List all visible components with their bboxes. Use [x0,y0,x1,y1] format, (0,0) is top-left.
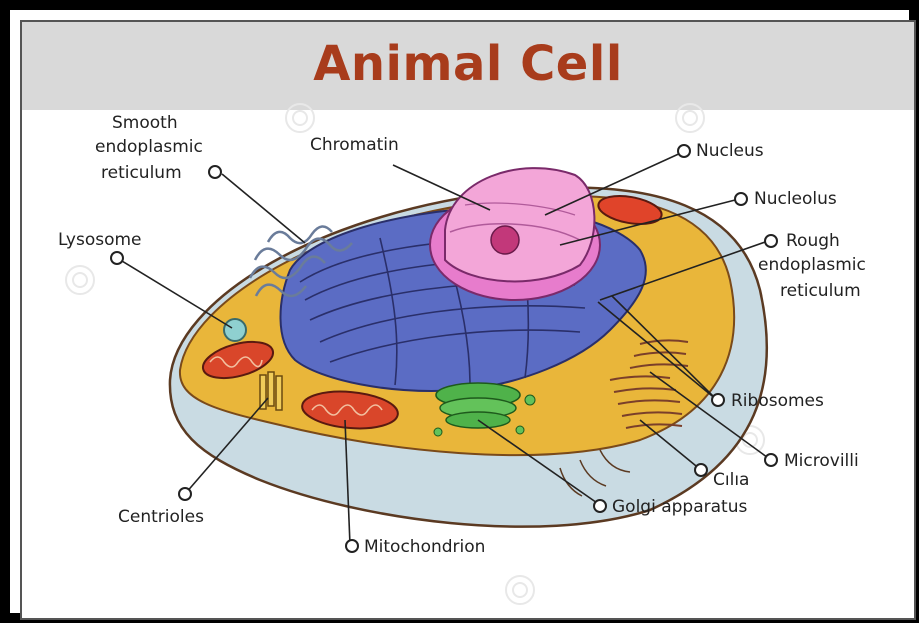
label-smooth-er-line2: endoplasmic [95,137,203,157]
label-golgi: Golgi apparatus [612,497,747,517]
label-nucleolus: Nucleolus [754,189,837,209]
nucleus-shape [430,168,600,300]
label-microvilli: Microvilli [784,451,859,471]
label-nucleus: Nucleus [696,141,764,161]
label-rough-er-line3: reticulum [780,281,861,301]
label-mitochondrion: Mitochondrion [364,537,485,557]
label-cilia: Cılıa [713,470,749,490]
lysosome-shape [224,319,246,341]
label-rough-er-line1: Rough [786,231,840,251]
label-chromatin: Chromatin [310,135,399,155]
cell-body [170,168,767,527]
label-lysosome: Lysosome [58,230,142,250]
label-rough-er-line2: endoplasmic [758,255,866,275]
label-centrioles: Centrioles [118,507,204,527]
label-smooth-er-line3: reticulum [101,163,182,183]
label-ribosomes: Ribosomes [731,391,824,411]
label-smooth-er-line1: Smooth [112,113,178,133]
